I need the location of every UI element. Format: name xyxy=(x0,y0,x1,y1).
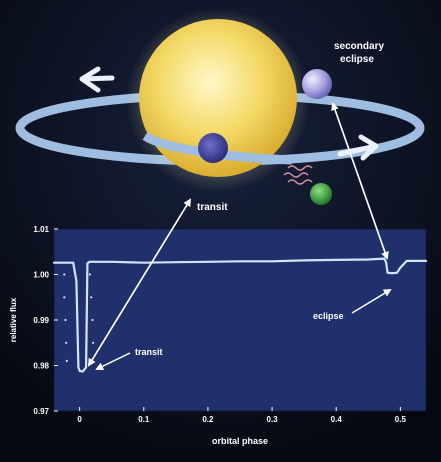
small-planet xyxy=(310,183,332,205)
x-tick-label: 0.3 xyxy=(267,415,279,424)
x-axis-ticks: 0 0.1 0.2 0.3 0.4 0.5 xyxy=(77,407,406,424)
transit-dot xyxy=(91,318,94,322)
y-tick-label: 1.00 xyxy=(33,271,49,280)
y-axis-title: relative flux xyxy=(9,297,18,342)
transit-dot xyxy=(92,341,95,344)
transit-pointer-arrow xyxy=(95,352,131,370)
orbit-ring-over-star xyxy=(142,132,293,165)
transit-dot-markers xyxy=(63,273,95,362)
transit-dot xyxy=(65,341,68,344)
orbit-direction-arrow-right xyxy=(337,134,379,161)
transit-dot xyxy=(63,273,66,276)
x-axis-title: orbital phase xyxy=(212,436,268,446)
wave-icon xyxy=(287,165,313,171)
x-tick-label: 0.5 xyxy=(395,415,407,424)
star-system xyxy=(15,8,425,205)
light-curve-series-line xyxy=(52,257,428,373)
secondary-eclipse-label-2: eclipse xyxy=(340,54,374,65)
x-tick-label: 0.4 xyxy=(331,415,343,424)
x-tick-label: 0.1 xyxy=(138,415,150,424)
orbit-direction-arrow-left xyxy=(79,66,115,93)
star xyxy=(139,19,297,177)
transit-dot xyxy=(88,273,91,276)
y-tick-label: 0.98 xyxy=(33,362,49,371)
wave-icon xyxy=(287,179,313,185)
x-tick-label: 0 xyxy=(77,415,82,424)
transit-label-plot: transit xyxy=(135,347,163,357)
transiting-planet xyxy=(198,133,228,163)
transit-label-top: transit xyxy=(197,202,228,213)
secondary-eclipse-label-1: secondary xyxy=(334,41,384,52)
transit-dot xyxy=(90,296,93,299)
y-tick-label: 0.97 xyxy=(33,407,49,416)
eclipse-label: eclipse xyxy=(313,311,344,321)
plot-area xyxy=(53,228,427,412)
eclipsed-planet xyxy=(302,69,332,99)
y-axis-ticks: 0.97 0.98 0.99 1.00 1.01 xyxy=(33,225,58,416)
transit-dot xyxy=(65,359,68,362)
light-curve xyxy=(52,257,428,373)
transit-dot xyxy=(64,318,67,322)
x-tick-label: 0.2 xyxy=(202,415,214,424)
eclipse-pointer-arrow xyxy=(351,288,392,314)
eclipse-connector-arrow-reverse xyxy=(331,102,388,259)
transit-dot xyxy=(63,296,66,299)
y-tick-label: 0.99 xyxy=(33,316,49,325)
transit-connector-arrow-reverse xyxy=(87,199,191,367)
y-tick-label: 1.01 xyxy=(33,225,49,234)
wave-icon xyxy=(283,172,309,178)
